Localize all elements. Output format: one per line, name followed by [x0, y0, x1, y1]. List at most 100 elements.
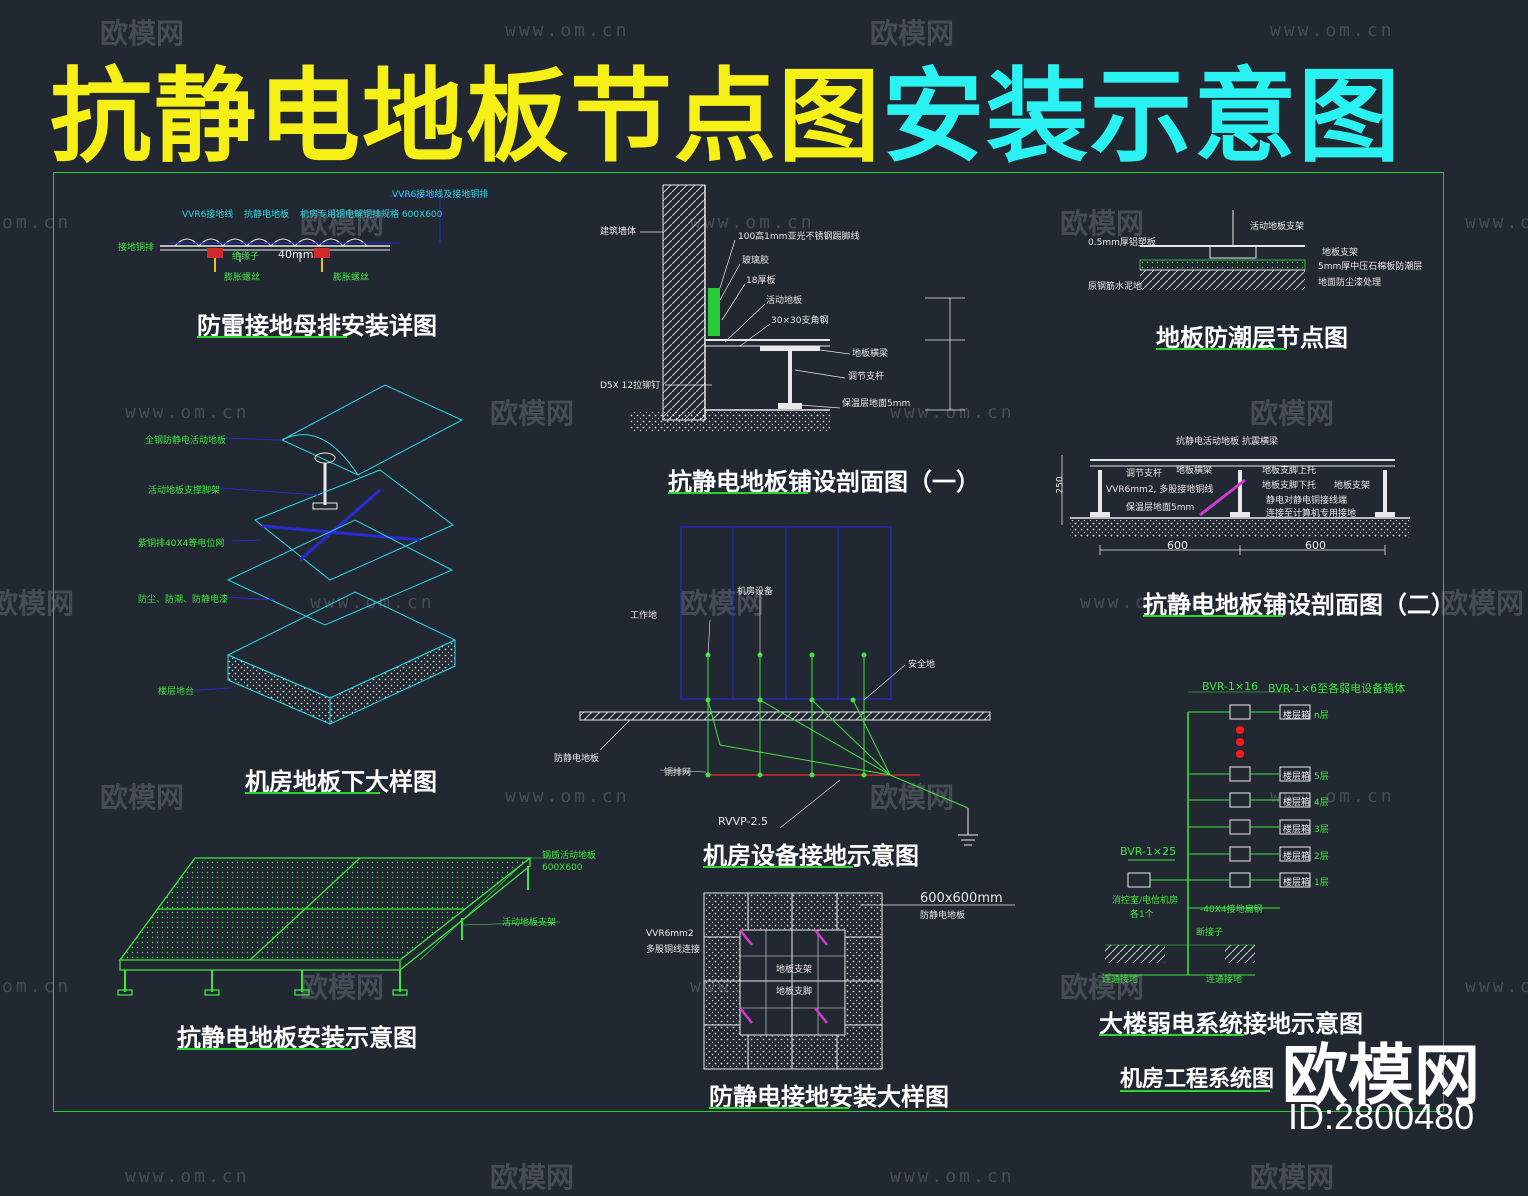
- caption-system-diagram: 机房工程系统图: [1120, 1067, 1275, 1092]
- watermark-id: ID:2800480: [1288, 1096, 1475, 1137]
- label-busbar-screw2: 膨胀螺丝: [333, 273, 370, 283]
- label-s2-beam: 地板横梁: [1176, 466, 1213, 476]
- label-s2-insulation: 保温层地面5mm: [1126, 503, 1195, 513]
- caption-underline: [703, 866, 853, 868]
- label-eq-device: 机房设备: [737, 587, 774, 597]
- watermark-url: www.om.cn: [125, 402, 250, 423]
- label-gd-wire2: 多股铜线连接: [646, 945, 701, 955]
- label-s2-adjust: 调节支杆: [1126, 469, 1163, 479]
- label-busbar-vvr6-top: VVR6接地线及接地铜排: [392, 190, 489, 200]
- grounding-detail-drawing: [703, 892, 1015, 1070]
- label-m-support: 活动地板支架: [1250, 222, 1305, 232]
- watermark-url: www.om.cn: [505, 20, 630, 41]
- label-b-box: 楼层箱: [1283, 878, 1311, 888]
- label-gd-floor: 防静电地板: [920, 911, 966, 921]
- watermark-url: om.cn: [2, 212, 72, 233]
- equipment-grounding-drawing: [579, 526, 991, 846]
- watermark-url: www.om.cn: [690, 212, 815, 233]
- label-eq-floor: 防静电地板: [554, 754, 600, 764]
- caption-underline: [245, 792, 380, 794]
- label-gd-wire: VVR6mm2: [646, 929, 694, 939]
- label-gd-box1: 地板支架: [776, 965, 813, 975]
- watermark-url: www.om.cn: [1270, 20, 1395, 41]
- caption-section-one: 抗静电地板铺设剖面图（一）: [668, 468, 980, 496]
- label-s2-wire: 静电对静电铜接线端: [1266, 496, 1348, 506]
- label-b-floor-4: 4层: [1314, 798, 1329, 808]
- watermark-url: www.om.cn: [310, 592, 435, 613]
- label-b-bvr6: BVR-1×6至各弱电设备箱体: [1268, 682, 1406, 695]
- watermark-url: www.om.cn: [125, 1166, 250, 1187]
- watermark-url: om.cn: [2, 976, 72, 997]
- label-s2-support: 地板支架: [1334, 481, 1371, 491]
- watermark-brand: 欧模网: [680, 587, 765, 620]
- watermark-url: www.om.cn: [1270, 786, 1395, 807]
- label-busbar-dim: 40mm: [278, 248, 314, 261]
- caption-grounding-detail: 防静电接地安装大样图: [709, 1083, 949, 1111]
- label-eq-bar: 铜排网: [664, 768, 692, 778]
- watermark-url: www.om.cn: [505, 786, 630, 807]
- label-busbar-insulator: 绝缘子: [232, 252, 260, 262]
- drawing-frame: [53, 172, 1444, 1112]
- label-busbar-floor: 抗静电地板: [244, 210, 290, 220]
- installation-drawing: [117, 857, 561, 996]
- watermark-brand: 欧模网: [100, 17, 185, 50]
- label-s1-board18: 18厚板: [746, 276, 776, 286]
- watermark-brand: 欧模网: [1060, 971, 1145, 1004]
- caption-underline: [709, 1107, 849, 1109]
- watermark-brand: 欧模网: [0, 587, 75, 620]
- moisture-layer-drawing: [1139, 210, 1306, 290]
- label-m-treat: 地面防尘漆处理: [1318, 278, 1382, 288]
- section-two-drawing: [1061, 455, 1410, 555]
- caption-building-grounding: 大楼弱电系统接地示意图: [1099, 1010, 1363, 1038]
- title-part-cyan: 安装示意图: [882, 58, 1402, 177]
- caption-underline: [1143, 615, 1283, 617]
- label-b-box: 楼层箱: [1283, 798, 1311, 808]
- label-b-floor-2: 2层: [1314, 852, 1329, 862]
- label-b-box: 楼层箱: [1283, 825, 1311, 835]
- label-s2-dim-left: 600: [1167, 539, 1188, 552]
- caption-underline: [668, 492, 808, 494]
- label-s1-angle: 30×30支角钢: [771, 316, 829, 326]
- watermark-brand: 欧模网: [870, 17, 955, 50]
- busbar-detail-drawing: [160, 195, 441, 272]
- caption-underline: [1156, 348, 1286, 350]
- label-b-earth: 连通接地: [1102, 975, 1139, 985]
- label-gd-box2: 地板支脚: [776, 987, 813, 997]
- label-b-insulator: 断接子: [1196, 928, 1224, 938]
- label-s2-dim-right: 600: [1305, 539, 1326, 552]
- label-u1: 全钢防静电活动地板: [145, 436, 227, 446]
- label-b-floor-n: n层: [1314, 711, 1329, 721]
- caption-underline: [1099, 1034, 1244, 1036]
- label-s1-beam: 地板横梁: [852, 349, 889, 359]
- caption-underline: [177, 1048, 352, 1050]
- watermark-url: www.om.cn: [1465, 212, 1528, 233]
- label-eq-cable: RVVP-2.5: [718, 815, 768, 828]
- label-b-floor-1: 1层: [1314, 878, 1329, 888]
- label-b-floor-3: 3层: [1314, 825, 1329, 835]
- label-b-earth: 连通接地: [1206, 975, 1243, 985]
- label-b-box: 楼层箱: [1283, 711, 1311, 721]
- watermark-url: www.om.cn: [890, 402, 1015, 423]
- label-b-each: 各1个: [1130, 910, 1154, 920]
- label-busbar-vvr6: VVR6接地线: [182, 210, 234, 220]
- caption-installation: 抗静电地板安装示意图: [177, 1024, 417, 1052]
- label-s1-support: 调节支杆: [848, 372, 885, 382]
- label-eq-safety: 安全地: [908, 660, 936, 670]
- title-part-yellow: 抗静电地板节点图: [50, 58, 882, 177]
- caption-moisture-layer: 地板防潮层节点图: [1156, 324, 1348, 352]
- watermark-brand: 欧模网: [870, 781, 955, 814]
- label-s2-bind: 连接至计算机专用接地: [1266, 509, 1357, 519]
- label-m-plate: 0.5mm厚铝塑板: [1088, 238, 1156, 248]
- label-b-box: 楼层箱: [1283, 852, 1311, 862]
- label-s1-insulation: 保温层地面5mm: [842, 399, 911, 409]
- label-s1-nail: D5X 12拉铆钉: [600, 381, 661, 391]
- watermark-brand: 欧模网: [300, 207, 385, 240]
- watermark-brand: 欧模网: [100, 781, 185, 814]
- label-busbar-spec: 机房专用铜电解铜排规格 600X600: [300, 210, 443, 220]
- label-u4: 防尘、防潮、防静电漆: [138, 595, 229, 605]
- label-u2: 活动地板支撑脚架: [148, 486, 221, 496]
- caption-underfloor-detail: 机房地板下大样图: [245, 768, 437, 796]
- label-gd-size: 600x600mm: [920, 891, 1003, 906]
- label-b-control: 消控室/电信机房: [1112, 896, 1179, 906]
- label-s2-upper: 地板支脚上托: [1262, 466, 1317, 476]
